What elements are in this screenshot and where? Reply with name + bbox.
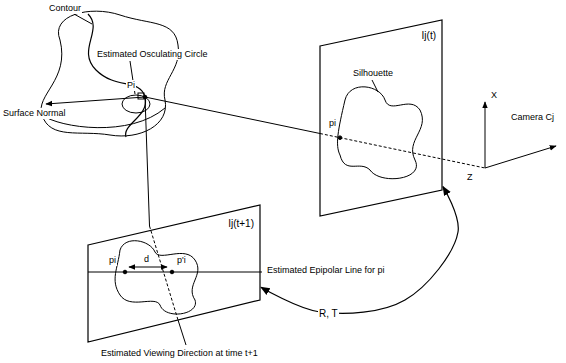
image-point [123, 270, 127, 274]
annotation: d [143, 254, 150, 265]
distance-arrow [129, 267, 167, 268]
annotation: Camera Cj [510, 112, 555, 123]
image-point [170, 270, 174, 274]
edge-label: R, T [318, 308, 339, 319]
annotation: Z [466, 172, 474, 183]
leader-line [372, 80, 378, 92]
annotation: pi [108, 255, 117, 266]
plane-outline [320, 20, 442, 216]
annotation: p'i [176, 255, 187, 266]
normal-arrow [46, 97, 145, 104]
viewing-line-hidden [150, 226, 179, 320]
annotation: Silhouette [352, 68, 394, 79]
plane-label: Ij(t+1) [228, 218, 254, 229]
viewing-line [178, 320, 186, 345]
image-point [338, 136, 342, 140]
motion-arrow [261, 187, 458, 314]
sight-line [145, 97, 320, 134]
annotation: Pi [126, 80, 136, 91]
camera-axis [485, 146, 556, 168]
contour-curve [88, 14, 146, 137]
annotation: Estimated Viewing Direction at time t+1 [100, 348, 259, 359]
annotation: X [490, 90, 498, 101]
silhouette [338, 87, 423, 179]
annotation: Estimated Osculating Circle [96, 49, 209, 60]
plane-label: Ij(t) [422, 30, 436, 41]
leader-line [74, 14, 92, 24]
camera-axis [485, 102, 486, 168]
annotation: pi [328, 118, 337, 129]
image-plane: Ij(t+1) [88, 205, 260, 342]
sight-line-hidden [320, 134, 485, 169]
annotation: Contour [48, 3, 82, 14]
epipolar-line [88, 272, 262, 273]
silhouette [115, 241, 198, 314]
viewing-line [145, 97, 150, 226]
annotation: Estimated Epipolar Line for pi [266, 265, 386, 276]
image-plane: Ij(t) [320, 20, 442, 216]
annotation: Surface Normal [2, 108, 67, 119]
